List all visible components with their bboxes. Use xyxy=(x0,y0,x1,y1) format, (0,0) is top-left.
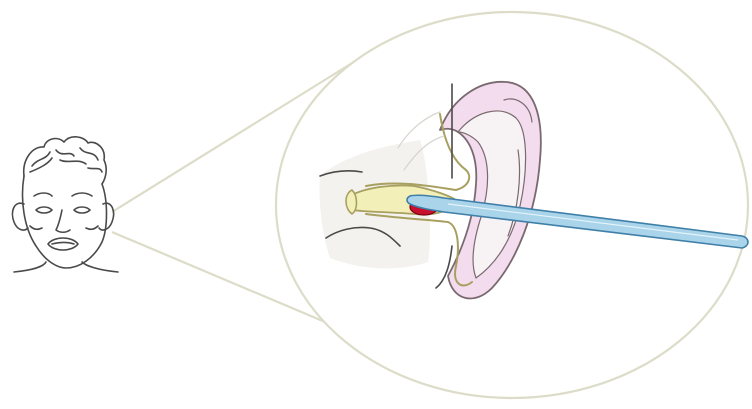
child-face-outline xyxy=(23,176,107,268)
child-eyes xyxy=(36,207,90,213)
child-neck-shoulders xyxy=(14,262,118,272)
child-ear-left xyxy=(12,203,28,230)
child-head xyxy=(12,137,118,272)
child-nose xyxy=(56,210,70,232)
child-eyebrows xyxy=(34,193,92,196)
child-hair xyxy=(24,137,106,184)
child-mouth xyxy=(48,238,78,250)
child-cheeks xyxy=(30,226,98,229)
